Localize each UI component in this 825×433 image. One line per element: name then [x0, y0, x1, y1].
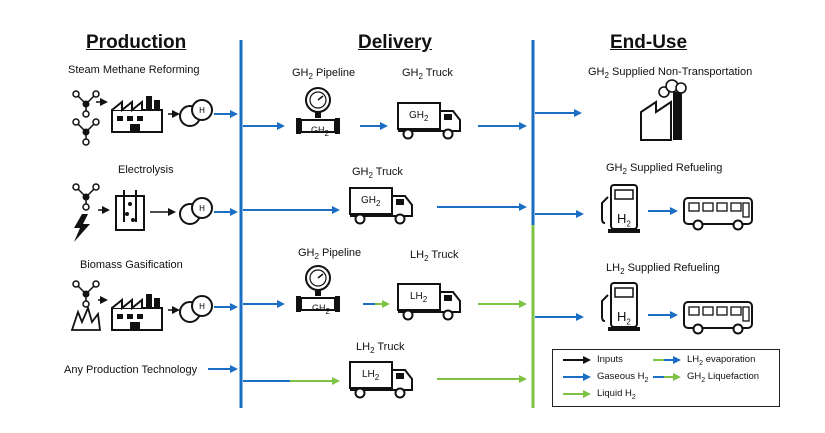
electrolyzer-icon	[115, 190, 145, 231]
truck-tag: GH2	[409, 110, 429, 123]
pump-tag: H2	[617, 309, 631, 327]
molecule-icon	[72, 90, 100, 118]
pipeline-tag: GH2	[311, 125, 329, 138]
truck-icon	[397, 283, 461, 321]
industrial-plant-icon	[640, 79, 687, 141]
label-any-production: Any Production Technology	[64, 364, 198, 376]
label-electrolysis: Electrolysis	[118, 164, 174, 176]
legend-gh2-liquefaction: GH2 Liquefaction	[653, 371, 759, 384]
legend: Inputs Gaseous H2 Liquid H2 LH2 evaporat…	[552, 349, 780, 407]
h2-molecule-icon	[179, 99, 213, 127]
truck-tag: LH2	[362, 369, 380, 382]
h2-molecule-icon	[179, 197, 213, 225]
label-gh2-refueling: GH2 Supplied Refueling	[606, 162, 723, 177]
label-lh2-truck: LH2 Truck	[356, 341, 405, 356]
molecule-icon	[72, 118, 100, 146]
truck-icon	[397, 102, 461, 140]
lightning-icon	[74, 214, 90, 242]
label-gh2-truck: GH2 Truck	[402, 67, 453, 82]
molecule-icon	[72, 280, 100, 308]
bus-icon	[683, 197, 753, 231]
factory-icon	[111, 95, 163, 133]
legend-lh2-evaporation: LH2 evaporation	[653, 354, 755, 367]
truck-icon	[349, 361, 413, 399]
label-smr: Steam Methane Reforming	[68, 64, 200, 76]
label-biomass: Biomass Gasification	[80, 259, 183, 271]
label-gh2-pipeline: GH2 Pipeline	[292, 67, 356, 82]
legend-liquid: Liquid H2	[563, 388, 636, 401]
legend-inputs: Inputs	[563, 354, 623, 365]
header-production: Production	[86, 32, 187, 53]
label-lh2-truck: LH2 Truck	[410, 249, 459, 264]
factory-icon	[111, 293, 163, 331]
truck-icon	[349, 187, 413, 225]
truck-tag: GH2	[361, 195, 381, 208]
molecule-icon	[72, 183, 100, 211]
pipeline-tag: GH2	[312, 303, 330, 316]
bus-icon	[683, 301, 753, 335]
biomass-icon	[70, 305, 102, 331]
label-lh2-refueling: LH2 Supplied Refueling	[606, 262, 720, 277]
label-non-transportation: GH2 Supplied Non-Transportation	[588, 66, 753, 81]
legend-gaseous: Gaseous H2	[563, 371, 648, 384]
h2-molecule-icon	[179, 295, 213, 323]
header-delivery: Delivery	[358, 32, 432, 53]
header-end-use: End-Use	[610, 32, 688, 53]
label-gh2-pipeline: GH2 Pipeline	[298, 247, 362, 262]
pump-tag: H2	[617, 211, 631, 229]
label-gh2-truck: GH2 Truck	[352, 166, 403, 181]
truck-tag: LH2	[410, 291, 428, 304]
